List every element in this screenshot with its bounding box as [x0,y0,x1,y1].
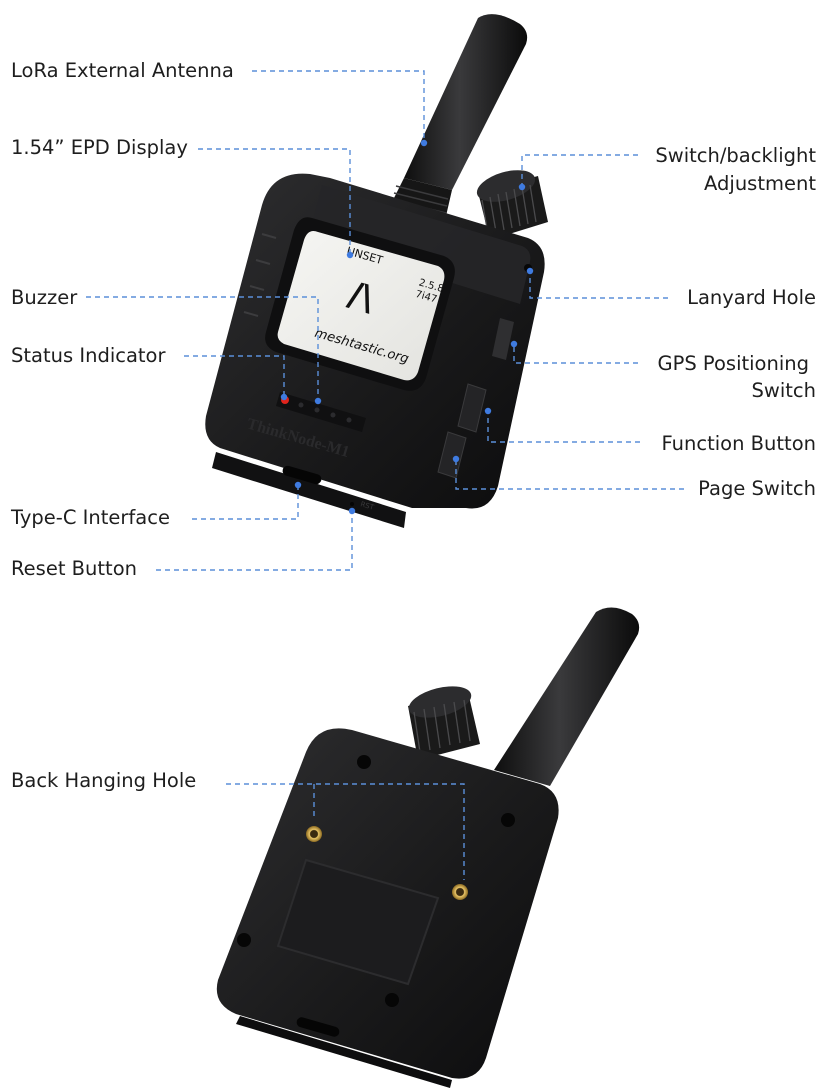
label-gps-switch-line2: Switch [747,378,820,404]
label-epd-display: 1.54” EPD Display [7,135,192,161]
reset-pinhole [350,502,354,506]
type-c-port [282,465,322,485]
label-switch-backlight-line1: Switch/backlight [651,143,820,169]
label-page-switch: Page Switch [694,476,820,502]
label-back-hanging-hole: Back Hanging Hole [7,768,201,794]
label-type-c: Type-C Interface [7,505,174,531]
label-switch-backlight-line2: Adjustment [700,171,820,197]
gps-switch [492,318,514,360]
back-hanging-hole-left [306,826,322,842]
reset-mark-text: RST [359,500,375,512]
back-type-c-port [296,1017,340,1037]
back-device [216,607,640,1088]
function-button [457,383,487,433]
label-reset-button: Reset Button [7,556,141,582]
label-gps-switch-line1: GPS Positioning [653,351,813,377]
label-function-button: Function Button [657,431,820,457]
label-lanyard-hole: Lanyard Hole [683,285,820,311]
leader-lines [86,70,684,880]
label-buzzer: Buzzer [7,285,82,311]
epd-screen: UNSET 2.5.8 7i47 /\ meshtastic.org [277,231,445,381]
back-hanging-hole-right [452,884,468,900]
label-lora-antenna: LoRa External Antenna [7,58,238,84]
switch-knob [476,170,548,240]
label-status-indicator: Status Indicator [7,343,170,369]
front-device: UNSET 2.5.8 7i47 /\ meshtastic.org Think… [205,14,548,528]
